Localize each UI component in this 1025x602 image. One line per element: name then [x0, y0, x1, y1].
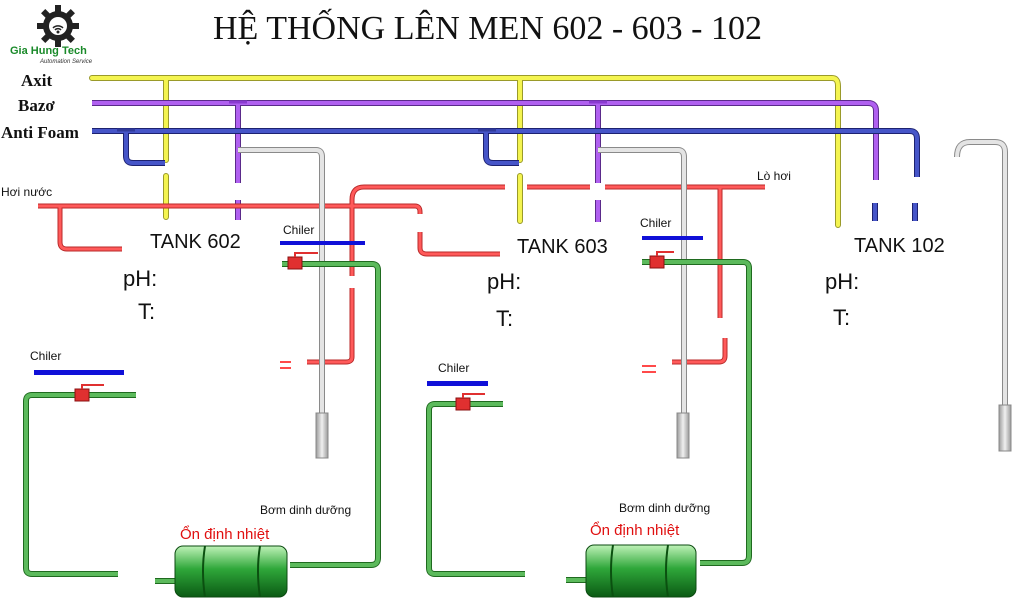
- chiler-label: Chiler: [640, 216, 672, 230]
- stabilizer-label: Ổn định nhiệt: [180, 526, 270, 543]
- chiler-label: Chiler: [283, 223, 315, 237]
- axit-label: Axit: [21, 71, 53, 90]
- steam-label: Hơi nước: [1, 185, 53, 199]
- tank-602-name: TANK 602: [150, 231, 241, 253]
- logo-subtitle: Automation Service: [40, 59, 93, 65]
- boiler-label: Lò hơi: [757, 169, 791, 183]
- page-title: HỆ THỐNG LÊN MEN 602 - 603 - 102: [213, 10, 762, 47]
- antifoam-pipe: [92, 128, 920, 221]
- tank-602-t-label: T:: [138, 299, 156, 324]
- chiller-bars: [34, 236, 703, 386]
- bazo-label: Bazơ: [18, 96, 55, 115]
- chiler-label: Chiler: [438, 361, 470, 375]
- gear-wifi-icon: [37, 5, 79, 47]
- valve-icon: [649, 251, 674, 269]
- bazo-pipe: [92, 100, 879, 222]
- axit-pipe: [89, 75, 841, 228]
- heat-stabilizer-tank-1: [174, 545, 288, 598]
- cooling-water-pipes: [23, 259, 752, 584]
- drain-outlet-602: [315, 412, 329, 459]
- stabilizer-label: Ổn định nhiệt: [590, 522, 680, 539]
- logo-name: Gia Hung Tech: [10, 45, 87, 57]
- tank-102-ph-label: pH:: [825, 269, 860, 294]
- tank-102-t-label: T:: [833, 305, 851, 330]
- nutrient-pump-label: Bơm dinh dưỡng: [260, 503, 352, 517]
- valve-icon: [74, 384, 104, 402]
- drain-outlet-102: [998, 404, 1012, 452]
- tank-603-t-label: T:: [496, 306, 514, 331]
- tank-102-name: TANK 102: [854, 235, 945, 257]
- tank-602-ph-label: pH:: [123, 266, 158, 291]
- valve-icon: [455, 393, 485, 411]
- nutrient-pump-label: Bơm dinh dưỡng: [619, 501, 711, 515]
- drain-pipes: [238, 139, 1008, 413]
- chiler-label: Chiler: [30, 349, 62, 363]
- valve-icon: [287, 252, 318, 270]
- antifoam-label: Anti Foam: [1, 123, 79, 142]
- tank-603-ph-label: pH:: [487, 269, 522, 294]
- drain-outlet-603: [676, 412, 690, 459]
- tank-603-name: TANK 603: [517, 236, 608, 258]
- logo: Gia Hung Tech Automation Service: [6, 2, 106, 66]
- heat-stabilizer-tank-2: [585, 544, 697, 598]
